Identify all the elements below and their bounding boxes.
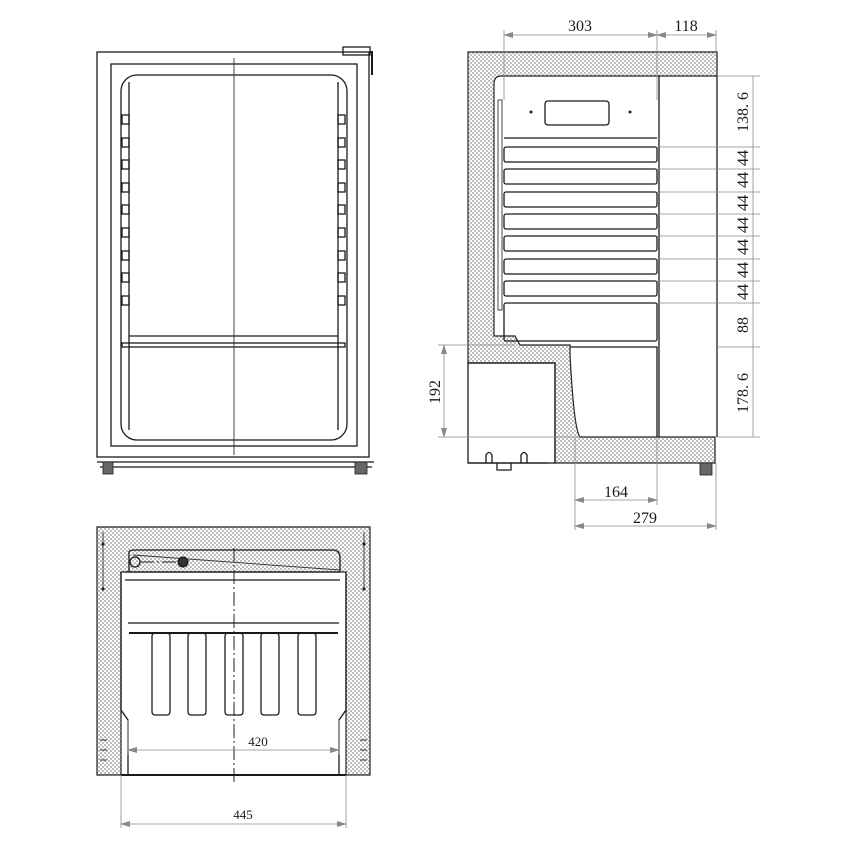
shelf-clips-right: [337, 114, 346, 306]
shelf-clips-left: [121, 114, 130, 306]
inner-wall-right-top: [338, 572, 347, 775]
top-section-view: [96, 526, 371, 828]
dim-label-44-5: 44: [735, 239, 752, 255]
panel-screw-left: [529, 110, 533, 114]
hinge-top: [342, 46, 371, 56]
hinge-pin: [370, 51, 373, 75]
dim-label-88: 88: [735, 317, 752, 333]
inner-wall-left-top: [120, 572, 129, 775]
front-view: [96, 46, 374, 475]
hinge-screw-icon: [177, 556, 189, 568]
dim-label-279: 279: [633, 510, 657, 527]
dim-label-192: 192: [427, 380, 444, 404]
cabinet-outline: [96, 51, 370, 458]
foot-left: [102, 461, 114, 475]
compressor-compartment: [467, 362, 556, 464]
dim-label-138-6: 138. 6: [735, 92, 752, 132]
lower-bin: [570, 346, 658, 437]
dim-label-118: 118: [674, 18, 697, 35]
side-dim-extensions: [657, 75, 760, 438]
dim-label-420: 420: [248, 734, 268, 749]
dim-label-303: 303: [568, 18, 592, 35]
dim-label-44-4: 44: [735, 217, 752, 233]
side-bolt-markers: [100, 532, 367, 761]
dim-label-445: 445: [233, 807, 253, 822]
insulation-section: [467, 51, 718, 464]
rear-rail: [497, 99, 503, 311]
dim-label-44-6: 44: [735, 262, 752, 278]
hinge-taper: [132, 554, 341, 571]
shelves: [503, 146, 658, 342]
foot-right: [354, 461, 368, 475]
dim-label-44-3: 44: [735, 195, 752, 211]
bottom-shelf: [121, 342, 346, 348]
control-display: [544, 100, 610, 126]
top-frame: [128, 549, 341, 572]
compressor-mounts: [485, 451, 528, 471]
dim-label-164: 164: [604, 484, 628, 501]
side-section-view: [438, 30, 760, 530]
dim-label-44-1: 44: [735, 150, 752, 166]
dim-label-178-6: 178. 6: [735, 373, 752, 413]
dim-label-44-2: 44: [735, 172, 752, 188]
side-foot: [699, 462, 713, 476]
dim-label-44-7: 44: [735, 284, 752, 300]
panel-screw-right: [628, 110, 632, 114]
